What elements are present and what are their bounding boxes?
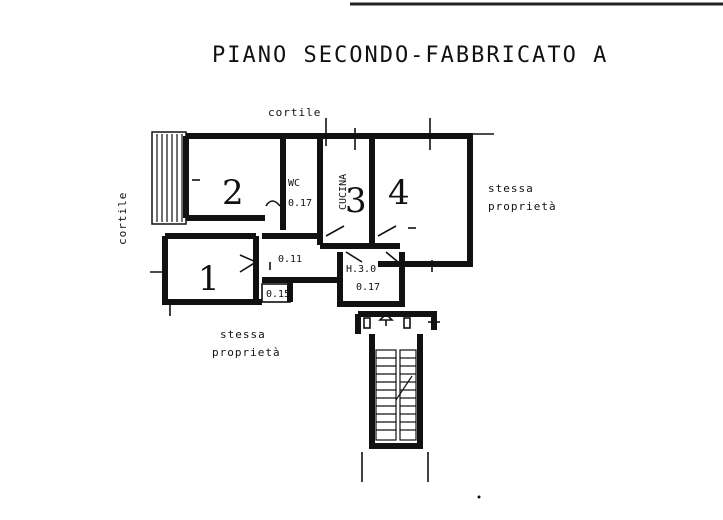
label-stessa-right: stessa [488,182,534,195]
label-stessa-bottom: stessa [220,328,266,341]
balcony-hatch [151,131,187,225]
stair-treads [375,349,417,441]
label-cortile-top: cortile [268,106,321,119]
room-3-number: 3 [345,181,367,221]
closet-code: 0.15 [266,289,290,300]
room-2-number: 2 [222,173,244,213]
details [150,118,494,482]
walls [162,133,473,449]
plan-title: PIANO SECONDO-FABBRICATO A [212,43,608,68]
room-4-number: 4 [388,173,410,213]
landing-code: 0.17 [356,282,380,293]
stray-dot [477,495,481,499]
cucina-label: CUCINA [338,174,349,210]
wc-code: 0.17 [288,198,312,209]
room-1-number: 1 [198,259,220,299]
wc-label: WC [288,178,300,189]
label-proprieta-bottom: proprietà [212,346,281,359]
label-cortile-left: cortile [116,192,129,245]
height-label: H.3.0 [346,264,376,275]
label-proprieta-right: proprietà [488,200,557,213]
hall-code: 0.11 [278,254,302,265]
